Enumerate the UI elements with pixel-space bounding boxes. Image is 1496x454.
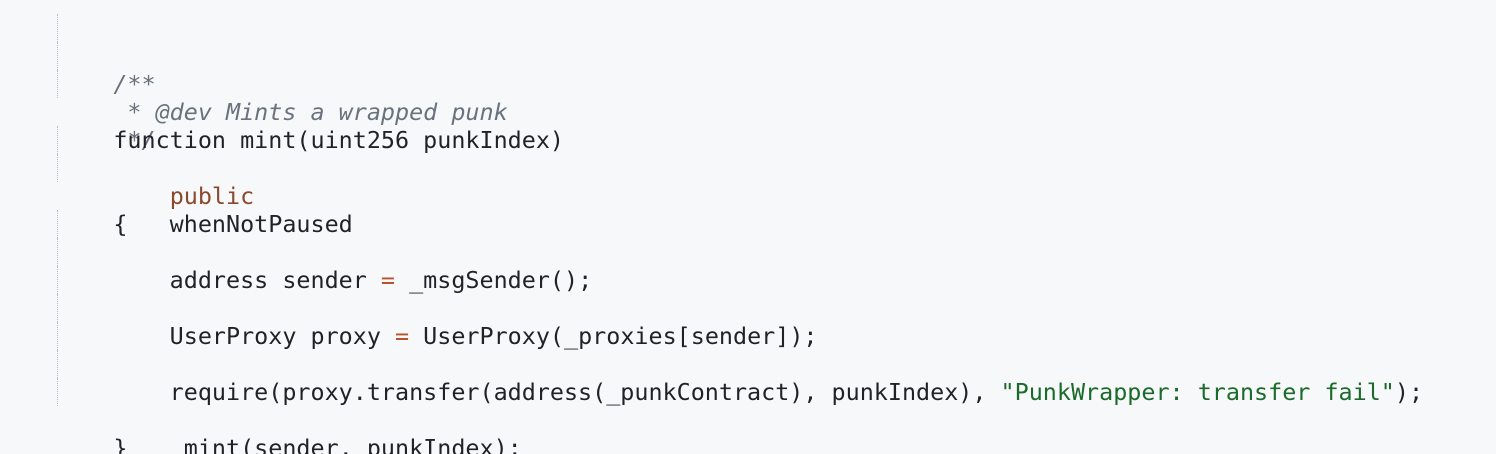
statement-lhs: address sender	[113, 266, 381, 294]
code-line: public	[57, 126, 1496, 210]
code-line: */	[57, 70, 1496, 154]
statement-lhs: UserProxy proxy	[113, 322, 395, 350]
open-brace: {	[113, 210, 128, 238]
indent-guide	[57, 14, 58, 42]
indent-guide	[57, 238, 58, 266]
assign-operator: =	[380, 266, 396, 294]
code-line: UserProxy proxy = UserProxy(_proxies[sen…	[57, 266, 1496, 350]
code-line: require(proxy.transfer(address(_punkCont…	[57, 322, 1496, 406]
indent-guide	[57, 350, 58, 378]
doc-comment: /**	[113, 70, 156, 98]
code-line: function mint(uint256 punkIndex)	[57, 98, 1496, 154]
code-line: /**	[57, 14, 1496, 98]
code-line	[57, 350, 1496, 378]
string-literal: "PunkWrapper: transfer fail"	[1000, 378, 1395, 406]
statement-rhs: _msgSender();	[395, 266, 593, 294]
indent-guide	[57, 378, 58, 406]
close-brace: }	[113, 434, 128, 454]
indent-guide	[57, 266, 58, 294]
doc-comment: * @dev Mints a wrapped punk	[113, 98, 508, 126]
indent-guide	[57, 70, 58, 98]
require-call: require(proxy.transfer(address(_punkCont…	[113, 378, 1001, 406]
indent-guide	[57, 126, 58, 154]
code-line: {	[57, 182, 1496, 238]
function-signature: function mint(uint256 punkIndex)	[113, 126, 564, 154]
indent-guide	[57, 294, 58, 322]
statement-rhs: UserProxy(_proxies[sender]);	[409, 322, 818, 350]
function-modifier: whenNotPaused	[113, 210, 353, 238]
code-line: whenNotPaused	[57, 154, 1496, 238]
indent-guide	[57, 42, 58, 70]
doc-comment: */	[113, 126, 156, 154]
code-line: address sender = _msgSender();	[57, 210, 1496, 294]
code-line: }	[57, 406, 1496, 454]
mint-call: _mint(sender, punkIndex);	[113, 434, 522, 454]
indent-guide	[57, 322, 58, 350]
assign-operator: =	[395, 322, 410, 350]
indent-guide	[57, 210, 58, 238]
code-line: _mint(sender, punkIndex);	[57, 378, 1496, 454]
visibility-modifier: public	[169, 182, 255, 210]
code-line: * @dev Mints a wrapped punk	[57, 42, 1496, 126]
statement-end: );	[1394, 378, 1424, 406]
indent-guide	[57, 154, 58, 182]
code-line	[57, 238, 1496, 266]
code-line	[57, 294, 1496, 322]
